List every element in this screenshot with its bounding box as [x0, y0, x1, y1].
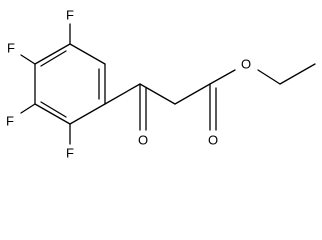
structure-diagram: F F F F O O O — [6, 8, 316, 161]
fluorine-label-lower-left: F — [6, 114, 14, 129]
aryl-carbonyl-bond — [104, 83, 141, 105]
ester-c-o-single-bond — [209, 69, 236, 85]
ethyl-c-c-bond — [279, 63, 316, 85]
molecule-drawing: F F F F O O O — [6, 8, 316, 161]
ring-double-bond — [40, 50, 67, 67]
ring-bond — [34, 43, 71, 65]
fluorine-label-upper-left: F — [7, 41, 15, 56]
benzene-ring — [34, 43, 106, 125]
ring-bond — [34, 103, 71, 125]
chain-bond — [139, 83, 176, 105]
ring-double-bond — [40, 101, 67, 118]
fluorine-label-bottom: F — [66, 146, 74, 161]
oxygen-label-ester-carbonyl: O — [208, 133, 218, 148]
c-f-bond — [20, 103, 36, 114]
fluorine-label-top: F — [66, 8, 74, 23]
ethyl-o-c-bond — [257, 69, 281, 85]
oxygen-label-ketone: O — [138, 133, 148, 148]
ring-bond — [69, 103, 106, 125]
oxygen-label-ester-link: O — [241, 57, 251, 72]
ring-bond — [69, 43, 106, 65]
c-f-bond — [20, 54, 36, 65]
chain-bond — [174, 83, 211, 105]
